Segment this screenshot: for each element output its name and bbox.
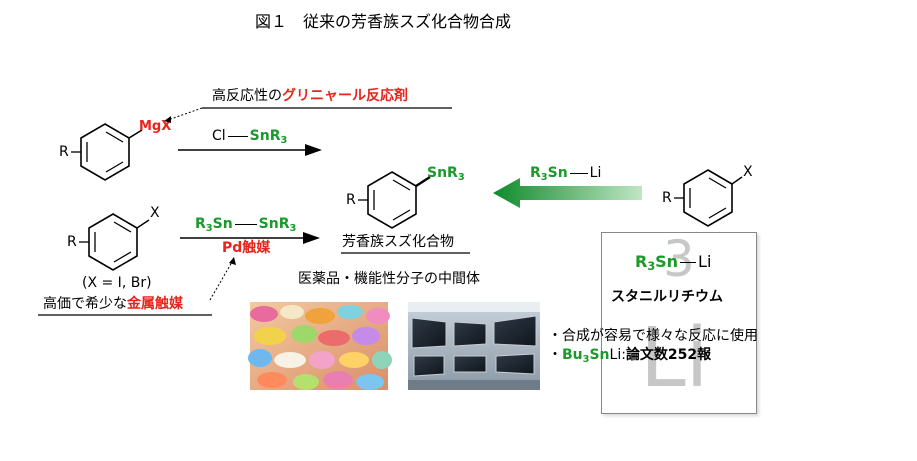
pills-photo	[248, 302, 392, 390]
mgx-label: MgX	[139, 119, 172, 134]
reagent-clsnr3: Cl SnR3	[212, 129, 287, 146]
substituent-r-label-2: R	[67, 234, 77, 250]
monitors-photo	[408, 302, 540, 390]
stannyllithium-box	[601, 232, 757, 414]
box-bullet-1: ・合成が容易で様々な反応に使用	[548, 328, 758, 344]
reagent-snr3: SnR3	[249, 128, 288, 146]
metal-note-highlight: 金属触媒	[127, 296, 183, 312]
grignard-note-prefix: 高反応性の	[212, 88, 282, 104]
metal-note-prefix: 高価で希少な	[43, 296, 127, 312]
reagent-cl: Cl	[212, 128, 226, 144]
product-snr3-label: SnR3	[427, 165, 465, 183]
box-name: スタニルリチウム	[611, 289, 723, 305]
grignard-note: 高反応性のグリニャール反応剤	[212, 89, 408, 103]
watermark-bottom: Li	[640, 311, 709, 406]
product-label: 芳香族スズ化合物	[342, 234, 454, 250]
substrate-r-label: R	[662, 190, 672, 206]
substituent-r-label: R	[59, 144, 69, 160]
halide-note: (X = I, Br)	[82, 275, 152, 291]
watermark-top: 3	[663, 230, 695, 288]
pd-catalyst-label: Pd触媒	[222, 240, 271, 256]
box-bullet-2: ・Bu3SnLi:論文数252報	[548, 347, 712, 365]
figure-title: 図１ 従来の芳香族スズ化合物合成	[255, 12, 512, 31]
product-r-label: R	[346, 192, 356, 208]
grignard-note-highlight: グリニャール反応剤	[282, 88, 408, 104]
metal-catalyst-note: 高価で希少な金属触媒	[43, 297, 183, 311]
substrate-x-label: X	[743, 164, 753, 180]
substituent-x-label: X	[150, 205, 160, 221]
applications-label: 医薬品・機能性分子の中間体	[298, 271, 480, 287]
